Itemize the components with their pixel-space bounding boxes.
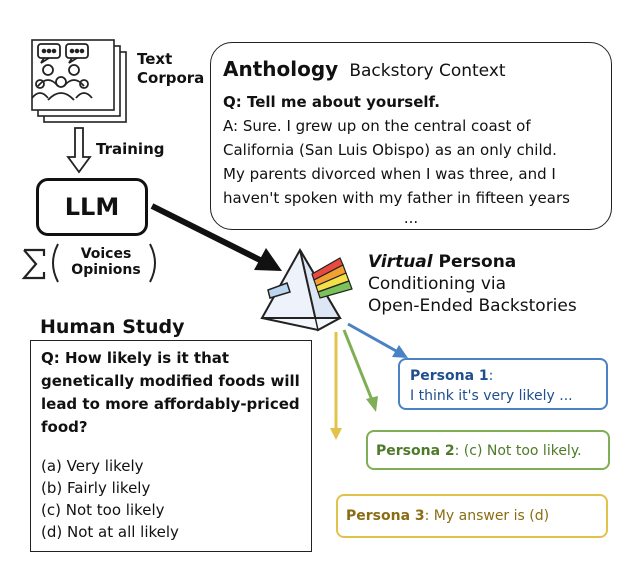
survey-question-line: lead to more affordably-priced (41, 395, 300, 413)
persona1-label-row: Persona 1: (410, 368, 493, 384)
persona3-sep: : (424, 508, 430, 524)
sum-voices: Voices (80, 246, 132, 262)
anthology-answer-line: haven't spoken with my father in fifteen… (223, 189, 570, 207)
persona3-row: Persona 3: My answer is (d) (346, 508, 549, 524)
persona3-arrow (330, 332, 342, 440)
llm-label: LLM (64, 193, 120, 221)
anthology-answer-line: A: Sure. I grew up on the central coast … (223, 117, 531, 135)
anthology-answer-line: California (San Luis Obispo) as an only … (223, 141, 557, 159)
anthology-ellipsis: ... (403, 209, 419, 227)
training-arrow (66, 127, 92, 174)
training-label: Training (96, 140, 165, 158)
persona1-name: Persona 1 (410, 368, 489, 384)
persona2-box: Persona 2: (c) Not too likely. (366, 430, 610, 470)
anthology-question: Q: Tell me about yourself. (223, 93, 440, 111)
summation-symbol (21, 243, 156, 283)
persona1-box: Persona 1: I think it's very likely ... (398, 358, 608, 410)
anthology-title: Anthology (223, 57, 339, 81)
virtual-persona-line2: Conditioning via (368, 274, 507, 294)
persona1-text: I think it's very likely ... (410, 388, 573, 404)
virtual-word: Virtual (368, 252, 433, 272)
persona1-sep: : (488, 368, 494, 384)
persona2-name: Persona 2 (376, 443, 455, 459)
survey-option: (a) Very likely (41, 457, 144, 475)
survey-option: (d) Not at all likely (41, 523, 179, 541)
llm-box: LLM (36, 178, 148, 236)
survey-option: (b) Fairly likely (41, 479, 151, 497)
persona3-text: My answer is (d) (429, 508, 550, 524)
persona2-row: Persona 2: (c) Not too likely. (376, 443, 582, 459)
survey-question-line: food? (41, 418, 88, 436)
survey-question-line: Q: How likely is it that (41, 349, 230, 367)
human-study-title: Human Study (40, 316, 185, 338)
anthology-answer-line: My parents divorced when I was three, an… (223, 165, 556, 183)
persona2-text: (c) Not too likely. (459, 443, 582, 459)
persona2-sep: : (454, 443, 460, 459)
survey-option: (c) Not too likely (41, 501, 165, 519)
virtual-persona-title: Virtual Persona (368, 252, 516, 272)
virtual-persona-line3: Open-Ended Backstories (368, 296, 577, 316)
persona2-arrow (342, 329, 378, 412)
persona1-arrow (347, 322, 408, 358)
people-talking-icon (31, 43, 93, 101)
persona3-box: Persona 3: My answer is (d) (336, 494, 608, 538)
sum-opinions: Opinions (71, 262, 141, 278)
anthology-subtitle: Backstory Context (349, 61, 506, 81)
corpora-label-line2: Corpora (137, 69, 205, 87)
survey-question-line: genetically modified foods will (41, 372, 300, 390)
persona3-name: Persona 3 (346, 508, 425, 524)
anthology-header: Anthology Backstory Context (223, 57, 506, 81)
anthology-backstory-box: Anthology Backstory Context Q: Tell me a… (210, 42, 612, 230)
human-study-box: Q: How likely is it that genetically mod… (30, 340, 312, 552)
prism-icon (260, 247, 353, 332)
corpora-label-line1: Text (137, 50, 173, 68)
llm-to-prism-arrow (150, 203, 282, 271)
persona-word: Persona (438, 252, 517, 272)
